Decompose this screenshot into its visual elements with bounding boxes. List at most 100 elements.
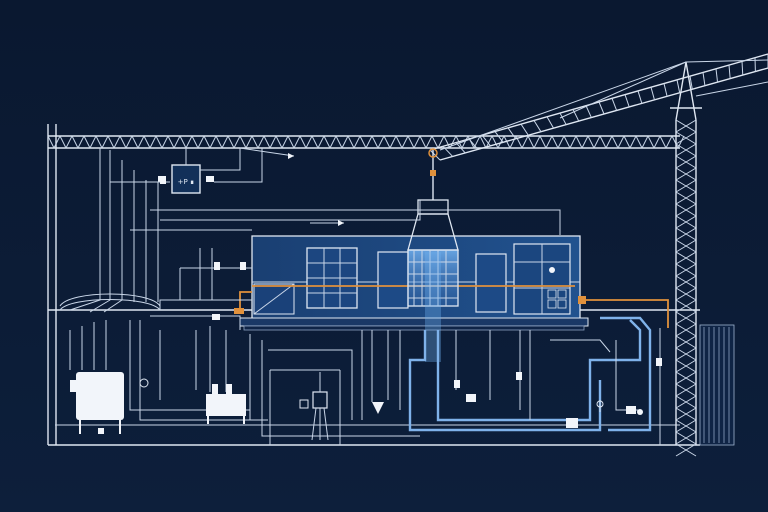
truss-member — [675, 299, 697, 313]
truss-member — [641, 135, 649, 149]
truss-member — [47, 135, 55, 149]
truss-member — [675, 179, 697, 193]
truss-member — [269, 135, 277, 149]
truss-member — [125, 135, 133, 149]
truss-member — [575, 135, 583, 149]
truss-member — [663, 83, 668, 97]
truss-member — [675, 287, 697, 301]
truss-member — [675, 359, 697, 373]
truss-member — [675, 119, 697, 133]
pump-unit — [206, 384, 246, 424]
truss-member — [675, 431, 697, 445]
truss-member — [545, 135, 553, 149]
truss-member — [635, 135, 643, 149]
tripod-sensor — [299, 372, 329, 441]
truss-member — [359, 135, 367, 149]
truss-member — [647, 135, 655, 149]
truss-member — [431, 135, 439, 149]
truss-member — [675, 407, 697, 421]
truss-member — [569, 135, 577, 149]
truss-member — [593, 135, 601, 149]
truss-member — [689, 76, 693, 90]
truss-member — [347, 135, 355, 149]
truss-member — [676, 79, 681, 93]
truss-member — [89, 135, 97, 149]
truss-member — [251, 135, 259, 149]
truss-member — [599, 135, 607, 149]
truss-member — [113, 135, 121, 149]
truss-member — [419, 135, 427, 149]
truss-member — [637, 90, 643, 104]
truss-member — [101, 135, 109, 149]
truss-member — [702, 72, 706, 86]
truss-member — [617, 135, 625, 149]
truss-member — [137, 135, 145, 149]
instrument-cabinet — [513, 243, 571, 315]
truss-member — [461, 135, 469, 149]
truss-member — [605, 135, 613, 149]
blue-pipe-network — [408, 316, 652, 432]
truss-member — [323, 135, 331, 149]
truss-member — [371, 135, 379, 149]
truss-member — [675, 335, 697, 349]
truss-member — [437, 135, 445, 149]
truss-member — [275, 135, 283, 149]
truss-member — [161, 135, 169, 149]
truss-member — [623, 135, 631, 149]
truss-member — [299, 135, 307, 149]
truss-member — [559, 112, 567, 125]
truss-member — [675, 347, 697, 361]
truss-member — [521, 135, 529, 149]
truss-member — [317, 135, 325, 149]
truss-member — [185, 135, 193, 149]
truss-member — [221, 135, 229, 149]
truss-member — [533, 135, 541, 149]
truss-member — [581, 135, 589, 149]
panel-door — [253, 251, 507, 315]
truss-member — [468, 138, 479, 150]
truss-member — [728, 65, 731, 79]
truss-member — [425, 135, 433, 149]
truss-member — [527, 135, 535, 149]
truss-member — [624, 94, 630, 108]
truss-member — [675, 203, 697, 217]
truss-member — [173, 135, 181, 149]
truss-member — [675, 227, 697, 241]
truss-member — [675, 275, 697, 289]
truss-member — [377, 135, 385, 149]
truss-member — [587, 135, 595, 149]
truss-member — [585, 105, 592, 118]
truss-member — [305, 135, 313, 149]
truss-member — [675, 167, 697, 181]
control-box-label: +P ∎ — [178, 178, 195, 186]
truss-member — [401, 135, 409, 149]
truss-member — [675, 191, 697, 205]
truss-member — [413, 135, 421, 149]
truss-member — [741, 61, 744, 76]
truss-member — [675, 143, 697, 157]
truss-member — [329, 135, 337, 149]
truss-member — [311, 135, 319, 149]
truss-member — [155, 135, 163, 149]
truss-member — [675, 383, 697, 397]
truss-member — [653, 135, 661, 149]
truss-member — [233, 135, 241, 149]
truss-member — [203, 135, 211, 149]
truss-member — [481, 134, 491, 147]
truss-member — [491, 135, 499, 149]
truss-member — [257, 135, 265, 149]
truss-member — [479, 135, 487, 149]
truss-member — [119, 135, 127, 149]
truss-member — [611, 135, 619, 149]
truss-member — [191, 135, 199, 149]
truss-member — [407, 135, 415, 149]
truss-member — [675, 395, 697, 409]
crane-hook — [428, 148, 438, 200]
truss-member — [629, 135, 637, 149]
truss-member — [675, 311, 697, 325]
truss-member — [239, 135, 247, 149]
truss-member — [143, 135, 151, 149]
truss-member — [167, 135, 175, 149]
truss-member — [179, 135, 187, 149]
truss-member — [293, 135, 301, 149]
